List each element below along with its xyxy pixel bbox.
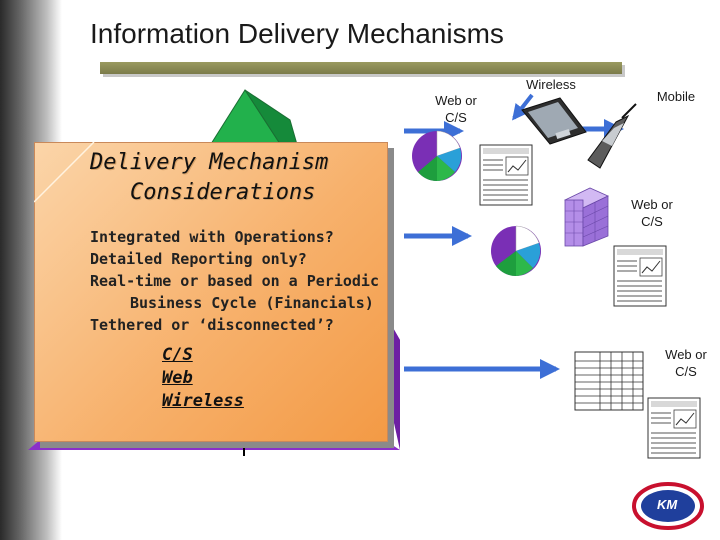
list-item: Tethered or ‘disconnected’? bbox=[90, 316, 334, 334]
data-cube bbox=[564, 187, 609, 247]
pie-chart-middle bbox=[491, 225, 541, 276]
mechanism-web: Web bbox=[162, 368, 193, 388]
spreadsheet-table bbox=[574, 351, 644, 411]
mechanisms-list: C/S Web Wireless bbox=[162, 344, 244, 413]
title-underline bbox=[100, 62, 622, 74]
label-web-or-cs-middle: Web or C/S bbox=[631, 197, 673, 229]
callout-title: Delivery Mechanism Considerations bbox=[90, 148, 328, 208]
label-web-or-cs-bottom: Web or C/S bbox=[665, 347, 707, 379]
mobile-phone-icon bbox=[587, 103, 637, 169]
callout-title-line-2: Considerations bbox=[130, 180, 316, 205]
callout-corner-line bbox=[34, 142, 95, 203]
considerations-list: Integrated with Operations? Detailed Rep… bbox=[90, 226, 379, 336]
pie-chart-top bbox=[412, 130, 462, 181]
report-document-bottom bbox=[647, 397, 701, 459]
pda-icon bbox=[521, 97, 587, 145]
mechanism-cs: C/S bbox=[162, 345, 193, 365]
list-item: Detailed Reporting only? bbox=[90, 250, 307, 268]
list-item: Real-time or based on a Periodic bbox=[90, 272, 379, 290]
logo-text: KM bbox=[657, 497, 678, 512]
company-logo bbox=[632, 482, 704, 530]
label-mobile: Mobile bbox=[656, 89, 696, 104]
report-document-top bbox=[479, 144, 533, 206]
slide-title: Information Delivery Mechanisms bbox=[90, 18, 504, 49]
callout-title-line-1: Delivery Mechanism bbox=[90, 150, 329, 175]
list-item: Integrated with Operations? bbox=[90, 228, 334, 246]
mechanism-wireless: Wireless bbox=[162, 391, 244, 411]
label-wireless: Wireless bbox=[526, 77, 576, 92]
report-document-middle bbox=[613, 245, 667, 307]
list-item: Business Cycle (Financials) bbox=[130, 294, 374, 312]
label-web-or-cs-top: Web or C/S bbox=[435, 93, 477, 125]
considerations-callout bbox=[34, 142, 388, 442]
